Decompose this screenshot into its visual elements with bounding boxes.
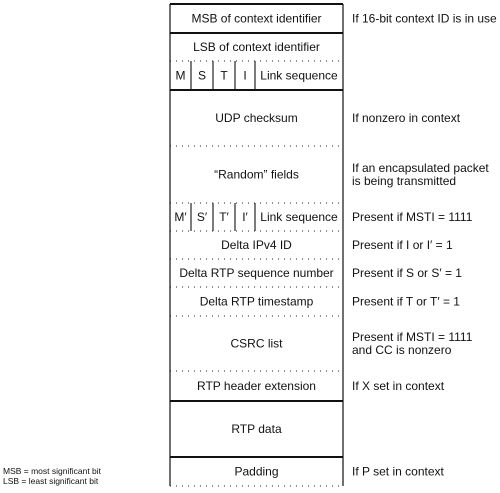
field-label: CSRC list	[230, 337, 283, 351]
field-label: Padding	[234, 465, 278, 479]
field-label: MSB of context identifier	[191, 12, 321, 26]
row-delta-ipv4-id: Delta IPv4 ID Present if I or I′ = 1	[221, 238, 453, 252]
field-note: and CC is nonzero	[352, 343, 452, 357]
field-note: Present if S or S′ = 1	[352, 266, 462, 280]
field-label: UDP checksum	[215, 111, 297, 125]
field-note: If nonzero in context	[352, 111, 461, 125]
bit-label: M′	[174, 210, 187, 224]
field-note: Present if I or I′ = 1	[352, 238, 453, 252]
field-note: If X set in context	[352, 379, 445, 393]
field-label: RTP data	[231, 422, 282, 436]
row-lsb-cid: LSB of context identifier	[193, 40, 320, 54]
field-note: Present if MSTI = 1111	[352, 330, 473, 344]
row-padding: Padding If P set in context	[234, 465, 444, 479]
row-msb-cid: MSB of context identifier If 16-bit conte…	[191, 12, 497, 26]
bit-label: I	[243, 69, 246, 83]
field-note: If an encapsulated packet	[352, 161, 489, 175]
row-delta-rtp-ts: Delta RTP timestamp Present if T or T′ = …	[200, 295, 461, 309]
bit-label: M	[176, 69, 186, 83]
field-note: If 16-bit context ID is in use	[352, 12, 497, 26]
field-note: If P set in context	[352, 465, 444, 479]
field-label: Delta IPv4 ID	[221, 238, 292, 252]
bit-label: T	[220, 69, 228, 83]
legend-line: MSB = most significant bit	[3, 466, 102, 476]
legend-line: LSB = least significant bit	[3, 476, 99, 486]
row-random-fields: “Random” fields If an encapsulated packet…	[214, 161, 489, 188]
row-rtp-header-ext: RTP header extension If X set in context	[197, 379, 445, 393]
bit-label: I′	[242, 210, 248, 224]
field-note: is being transmitted	[352, 174, 456, 188]
field-label: Link sequence	[260, 69, 338, 83]
bit-label: S	[198, 69, 206, 83]
field-note: Present if MSTI = 1111	[352, 210, 473, 224]
field-label: RTP header extension	[197, 379, 316, 393]
field-note: Present if T or T′ = 1	[352, 295, 460, 309]
row-rtp-data: RTP data	[231, 422, 282, 436]
row-msti-prime-seq: M′ S′ T′ I′ Link sequence Present if MSTI = 1…	[174, 210, 472, 224]
field-label: Delta RTP timestamp	[200, 295, 314, 309]
row-udp-checksum: UDP checksum If nonzero in context	[215, 111, 460, 125]
bit-label: S′	[197, 210, 208, 224]
field-label: LSB of context identifier	[193, 40, 320, 54]
field-label: Link sequence	[260, 210, 338, 224]
bit-label: T′	[219, 210, 229, 224]
field-label: Delta RTP sequence number	[179, 266, 333, 280]
field-label: “Random” fields	[214, 168, 299, 182]
row-delta-rtp-seq: Delta RTP sequence number Present if S or…	[179, 266, 462, 280]
